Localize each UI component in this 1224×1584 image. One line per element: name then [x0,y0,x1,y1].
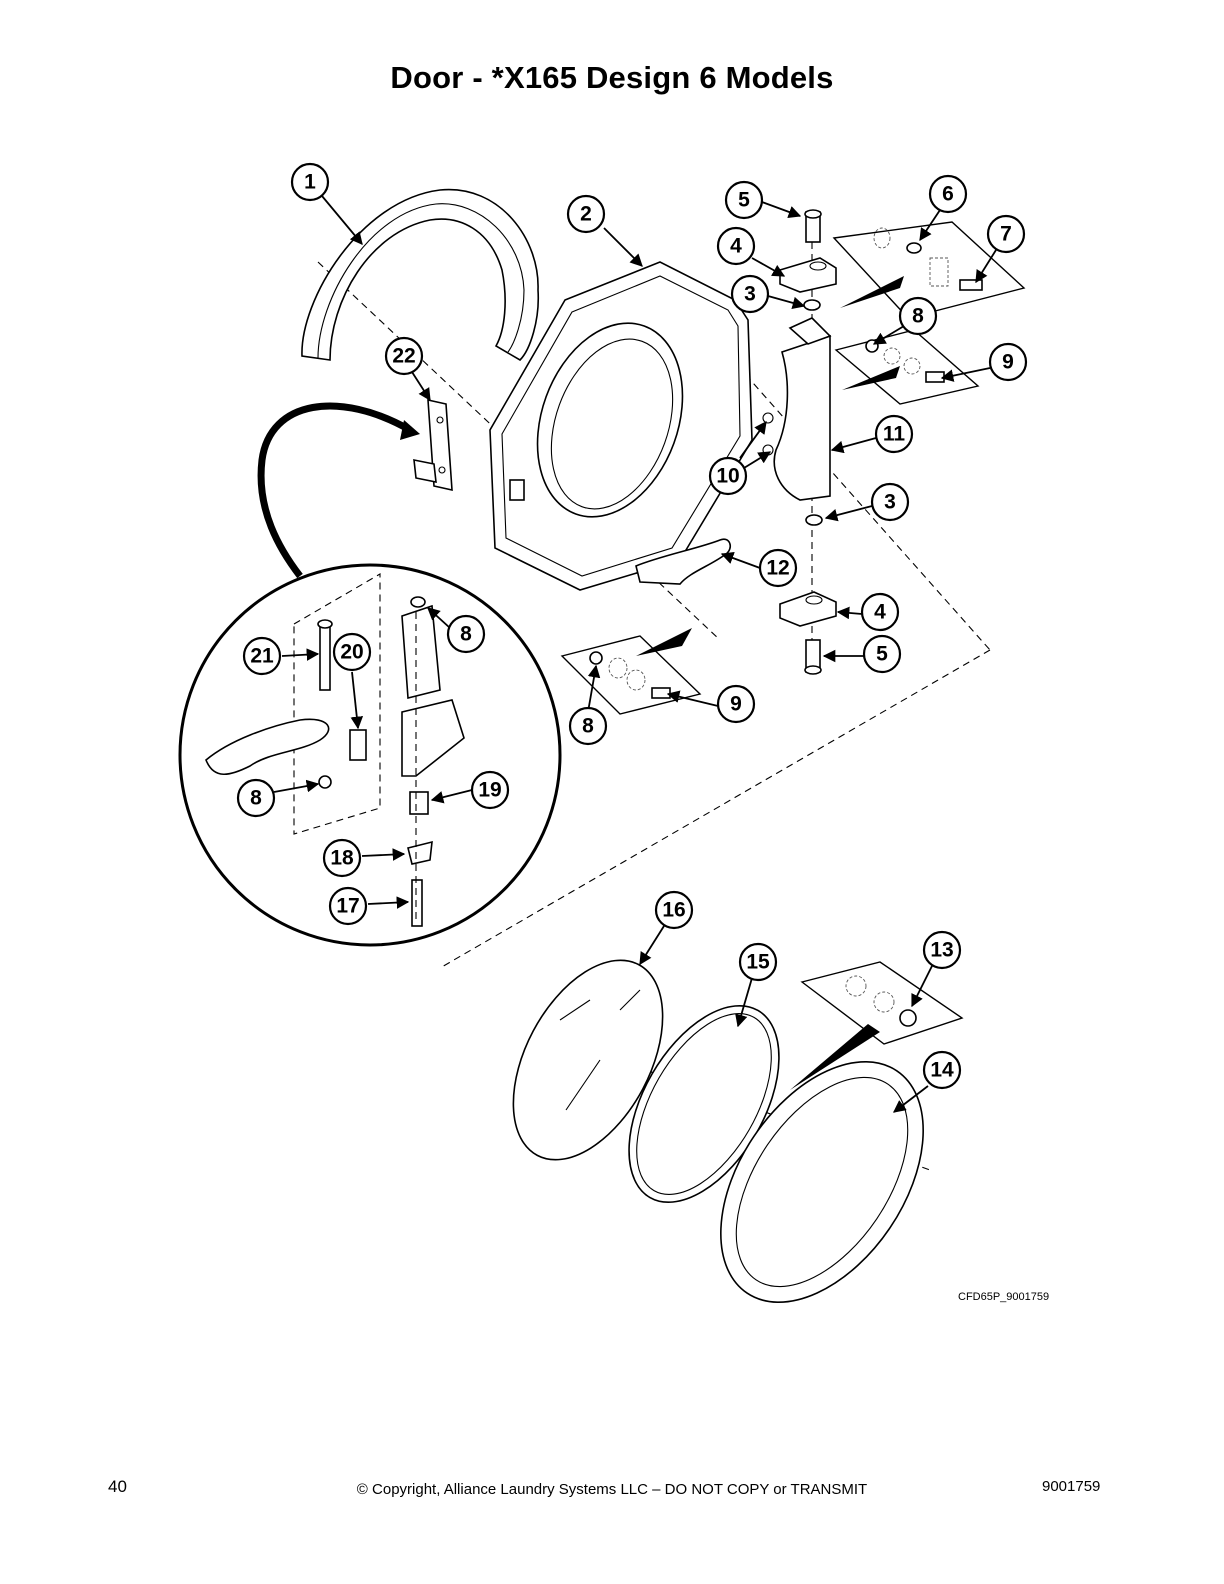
document-number: 9001759 [1042,1478,1101,1495]
callout-16-label: 16 [662,899,685,922]
hardware-panel-lower [560,628,702,715]
hardware-panel-middle [834,329,980,405]
callout-8-detail-bottom: 8 [236,778,276,818]
hinge-detail-view [178,563,562,947]
part-hinge-plate [762,317,832,501]
callout-9-upper-label: 9 [1002,351,1014,374]
callout-6-label: 6 [942,183,954,206]
callout-10: 10 [708,456,748,496]
callout-6: 6 [928,174,968,214]
callout-2-label: 2 [580,203,592,226]
callout-20: 20 [332,632,372,672]
callout-10-label: 10 [716,465,739,488]
part-window-ring [720,1061,924,1303]
callout-21-label: 21 [250,645,274,668]
callout-9-upper: 9 [988,342,1028,382]
callout-14-label: 14 [930,1059,954,1082]
part-lower-hinge-block [779,591,837,627]
callout-9-lower-label: 9 [730,693,742,716]
copyright-notice: © Copyright, Alliance Laundry Systems LL… [356,1481,868,1498]
callout-5-lower-label: 5 [876,643,888,666]
callout-1: 1 [290,162,330,202]
callout-7: 7 [986,214,1026,254]
callout-7-label: 7 [1000,223,1012,246]
part-window-glass [512,959,664,1161]
callout-18-label: 18 [330,847,354,870]
callout-17: 17 [328,886,368,926]
callout-12: 12 [758,548,798,588]
callout-3-upper: 3 [730,274,770,314]
part-door-frame [489,261,753,591]
callout-1-label: 1 [304,171,316,194]
callout-13-label: 13 [930,939,953,962]
callout-11: 11 [874,414,914,454]
callout-22: 22 [384,336,424,376]
callout-12-label: 12 [766,557,789,580]
callout-8-detail-top-label: 8 [460,623,472,646]
callout-8-lower-label: 8 [582,715,594,738]
callout-20-label: 20 [340,641,363,664]
callout-5-lower: 5 [862,634,902,674]
detail-pointer-arrowhead [400,420,420,440]
callout-8-upper-label: 8 [912,305,924,328]
drawing-id: CFD65P_9001759 [958,1291,1050,1303]
callout-5-upper: 5 [724,180,764,220]
callout-16: 16 [654,890,694,930]
callout-8-detail-top: 8 [446,614,486,654]
callout-3-lower: 3 [870,482,910,522]
callout-19: 19 [470,770,510,810]
callout-21: 21 [242,636,282,676]
callout-3-upper-label: 3 [744,283,756,306]
callout-2: 2 [566,194,606,234]
callout-8-lower: 8 [568,706,608,746]
part-upper-washer [803,299,821,311]
callout-15: 15 [738,942,778,982]
part-door-handle [635,538,732,585]
hardware-panel-window [790,961,964,1090]
part-hinge-bracket [413,398,453,492]
callout-22-label: 22 [392,345,415,368]
callout-19-label: 19 [478,779,501,802]
callout-13: 13 [922,930,962,970]
callout-11-label: 11 [883,423,906,446]
callout-3-lower-label: 3 [884,491,896,514]
callout-4-upper: 4 [716,226,756,266]
callout-4-upper-label: 4 [730,235,742,258]
detail-pointer-arrow [257,402,412,579]
part-upper-shoulder-screw [804,209,822,243]
callout-4-lower-label: 4 [874,601,886,624]
page-number: 40 [108,1477,127,1496]
part-lower-washer [805,514,823,526]
callout-8-detail-bottom-label: 8 [250,787,262,810]
callout-17-label: 17 [336,895,359,918]
callout-leaders [273,195,997,1113]
callout-4-lower: 4 [860,592,900,632]
part-upper-hinge-block [779,257,837,293]
hardware-panel-upper [832,221,1026,319]
callout-5-upper-label: 5 [738,189,750,212]
callout-18: 18 [322,838,362,878]
part-lower-shoulder-screw [804,639,822,675]
page-title: Door - *X165 Design 6 Models [390,60,834,95]
callout-9-lower: 9 [716,684,756,724]
callout-15-label: 15 [746,951,770,974]
callout-14: 14 [922,1050,962,1090]
callout-8-upper: 8 [898,296,938,336]
